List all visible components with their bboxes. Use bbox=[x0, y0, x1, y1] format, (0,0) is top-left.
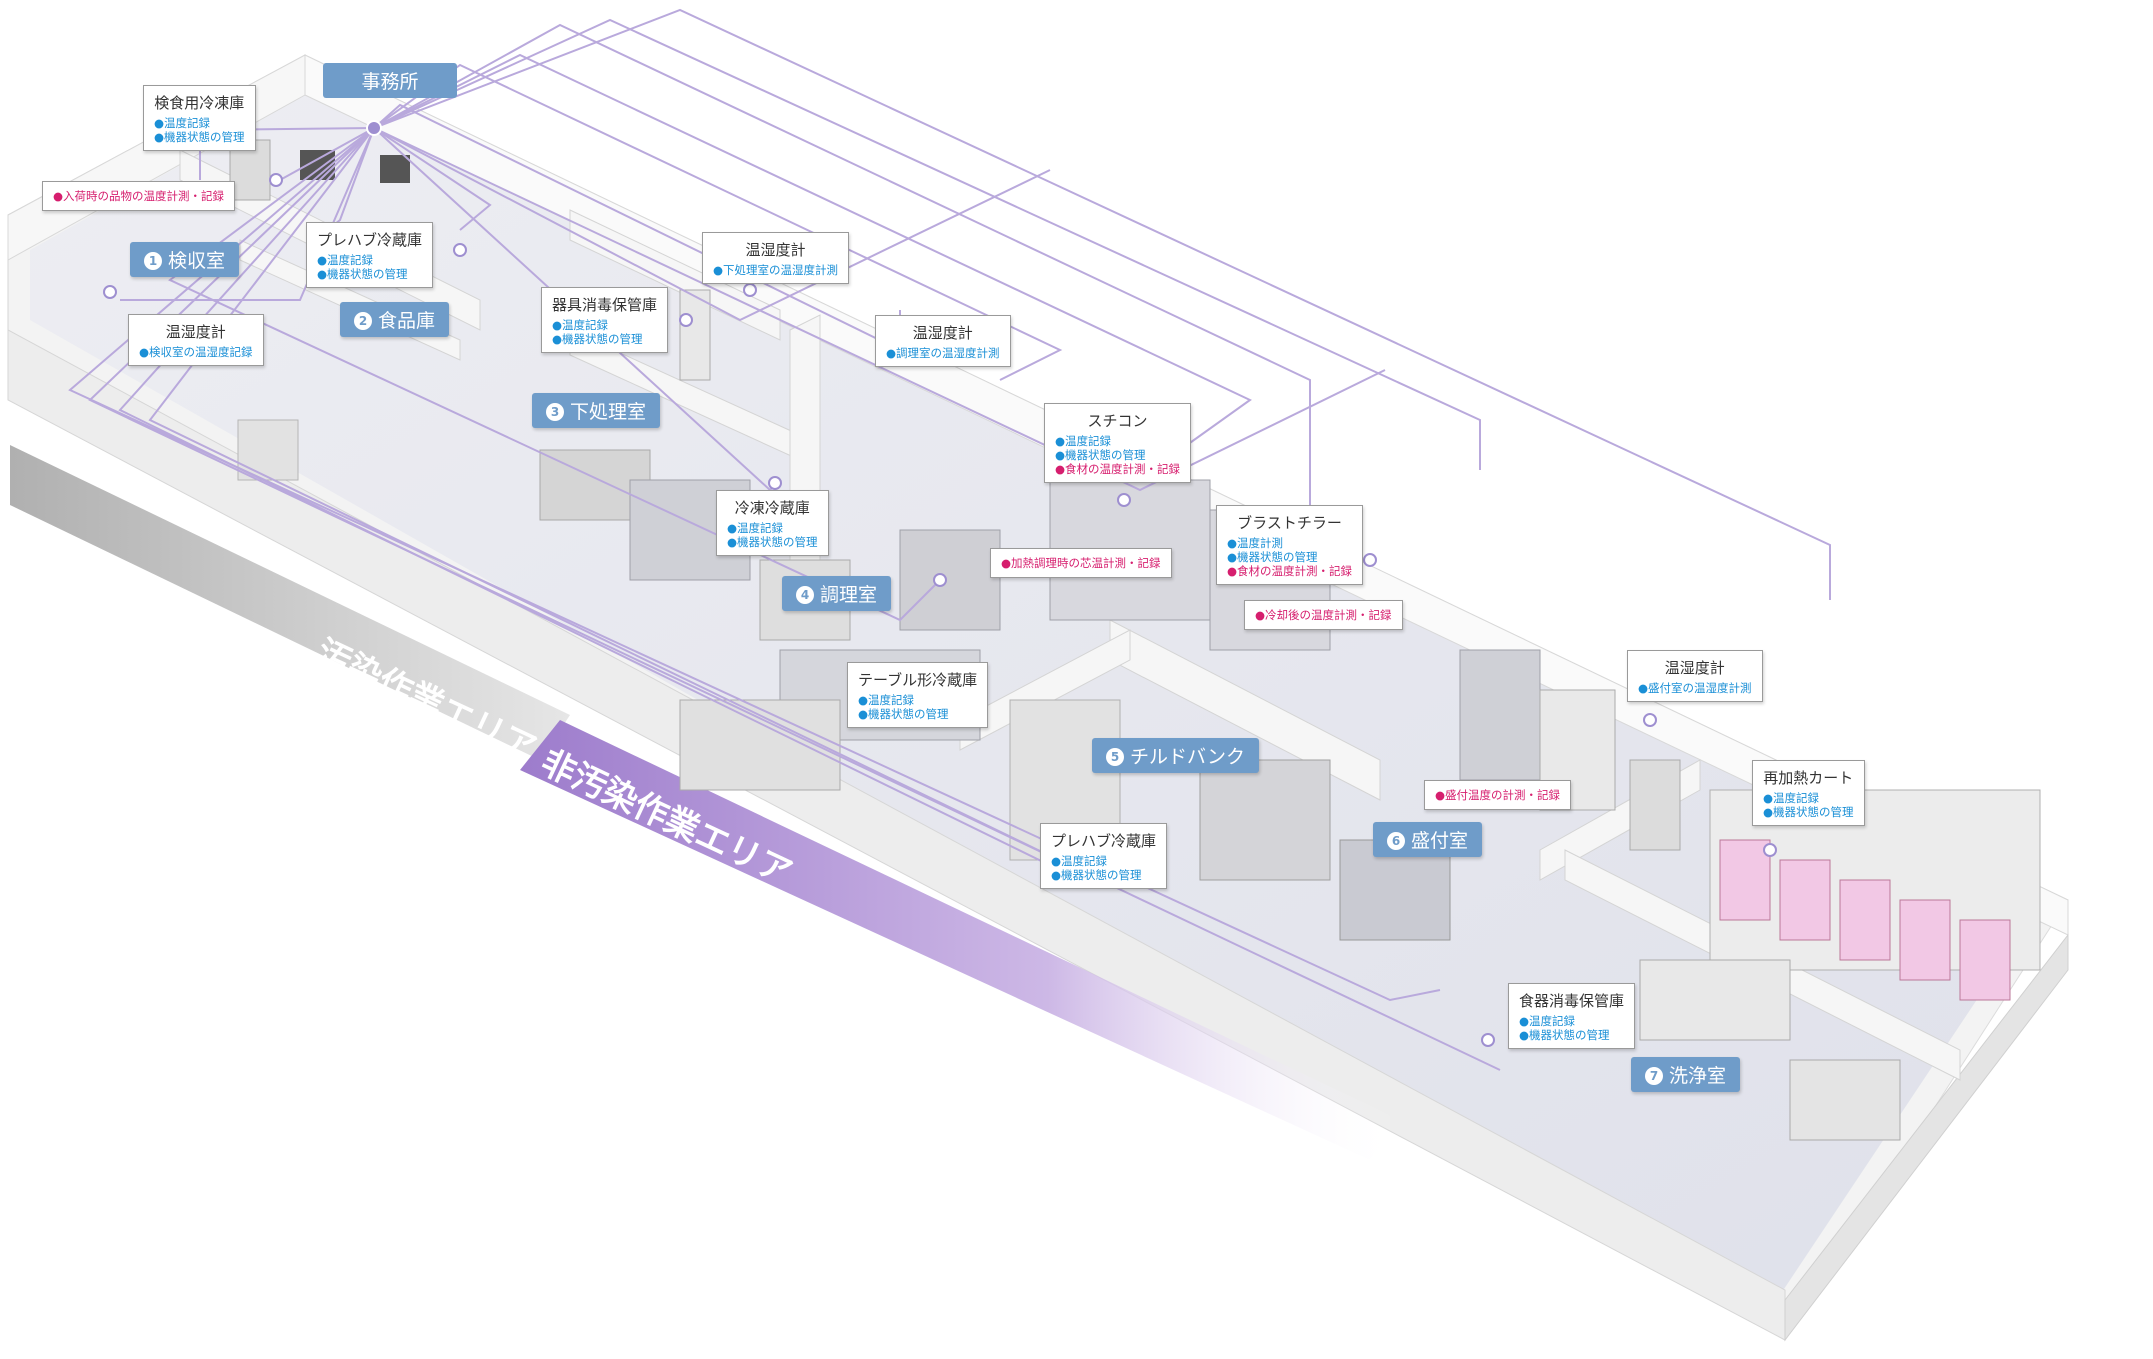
zone-contaminated-band bbox=[10, 445, 570, 760]
callout-prefab-fridge-storage: プレハブ冷蔵庫 温度記録 機器状態の管理 bbox=[306, 222, 434, 288]
callout-prefab-fridge-chilled: プレハブ冷蔵庫 温度記録 機器状態の管理 bbox=[1040, 823, 1168, 889]
room-name: 盛付室 bbox=[1411, 830, 1469, 852]
callout-item: 機器状態の管理 bbox=[154, 130, 245, 144]
room-number: 4 bbox=[796, 586, 814, 604]
callout-title: テーブル形冷蔵庫 bbox=[858, 671, 978, 689]
callout-title: スチコン bbox=[1087, 412, 1148, 430]
callout-item: 食材の温度計測・記録 bbox=[1055, 462, 1180, 476]
network-lines bbox=[68, 8, 1831, 1071]
callout-item: 温度記録 bbox=[317, 253, 422, 267]
callout-item: 機器状態の管理 bbox=[552, 332, 657, 346]
callout-title: プレハブ冷蔵庫 bbox=[317, 231, 423, 249]
callout-item: 温度記録 bbox=[552, 318, 657, 332]
callout-title: 再加熱カート bbox=[1763, 769, 1854, 787]
tag-plating-temp: 盛付温度の計測・記録 bbox=[1424, 780, 1572, 810]
callout-hygrometer-cooking: 温湿度計 調理室の温湿度計測 bbox=[875, 315, 1011, 367]
callout-item: 検収室の温湿度記録 bbox=[139, 345, 253, 359]
zone-non-contaminated-band bbox=[520, 720, 1400, 1160]
room-label-washing: 7 洗浄室 bbox=[1631, 1057, 1741, 1092]
room-number: 2 bbox=[354, 312, 372, 330]
callout-item: 温度記録 bbox=[1763, 791, 1854, 805]
callout-item: 温度記録 bbox=[858, 693, 977, 707]
callout-item: 盛付室の温湿度計測 bbox=[1638, 681, 1752, 695]
outer-wall-right bbox=[1784, 933, 2069, 1342]
callout-title: 温湿度計 bbox=[745, 241, 806, 259]
callout-item: 機器状態の管理 bbox=[1763, 805, 1854, 819]
room-name: 食品庫 bbox=[378, 310, 436, 332]
room-number: 3 bbox=[546, 403, 564, 421]
room-name: チルドバンク bbox=[1130, 746, 1245, 768]
callout-item: 温度記録 bbox=[1055, 434, 1180, 448]
callout-item: 調理室の温湿度計測 bbox=[886, 346, 1000, 360]
room-name: 検収室 bbox=[168, 250, 226, 272]
callout-item: 機器状態の管理 bbox=[1051, 868, 1156, 882]
callout-item: 機器状態の管理 bbox=[317, 267, 422, 281]
callout-title: 検食用冷凍庫 bbox=[154, 94, 245, 112]
office-label: 事務所 bbox=[323, 63, 457, 98]
callout-title: ブラストチラー bbox=[1237, 514, 1342, 532]
callout-item: 機器状態の管理 bbox=[727, 535, 818, 549]
room-label-plating: 6 盛付室 bbox=[1373, 822, 1483, 857]
room-number: 6 bbox=[1387, 832, 1405, 850]
callout-item: 機器状態の管理 bbox=[858, 707, 977, 721]
callout-title: 温湿度計 bbox=[165, 323, 226, 341]
room-label-inspection: 1 検収室 bbox=[130, 242, 240, 277]
callout-freezer-fridge: 冷凍冷蔵庫 温度記録 機器状態の管理 bbox=[716, 490, 829, 556]
callout-item: 温度記録 bbox=[1051, 854, 1156, 868]
callout-reheat-cart: 再加熱カート 温度記録 機器状態の管理 bbox=[1752, 760, 1865, 826]
tag-after-cooling: 冷却後の温度計測・記録 bbox=[1244, 600, 1403, 630]
room-name: 下処理室 bbox=[570, 401, 647, 423]
callout-title: 温湿度計 bbox=[912, 324, 973, 342]
room-number: 1 bbox=[144, 252, 162, 270]
tag-core-temp: 加熱調理時の芯温計測・記録 bbox=[990, 548, 1172, 578]
room-label-cooking: 4 調理室 bbox=[782, 576, 892, 611]
callout-inspection-freezer: 検食用冷凍庫 温度記録 機器状態の管理 bbox=[143, 85, 256, 151]
callout-title: 冷凍冷蔵庫 bbox=[734, 499, 810, 517]
callout-title: 温湿度計 bbox=[1664, 659, 1725, 677]
callout-table-fridge: テーブル形冷蔵庫 温度記録 機器状態の管理 bbox=[847, 662, 989, 728]
callout-steam-convection: スチコン 温度記録 機器状態の管理 食材の温度計測・記録 bbox=[1044, 403, 1192, 483]
room-name: 洗浄室 bbox=[1669, 1065, 1727, 1087]
callout-item: 食材の温度計測・記録 bbox=[1227, 564, 1352, 578]
network-hub bbox=[366, 120, 382, 136]
callout-item: 温度計測 bbox=[1227, 536, 1352, 550]
callout-title: 食器消毒保管庫 bbox=[1519, 992, 1625, 1010]
callout-dish-sterilizer: 食器消毒保管庫 温度記録 機器状態の管理 bbox=[1508, 983, 1636, 1049]
room-number: 5 bbox=[1106, 748, 1124, 766]
room-label-chilled-bank: 5 チルドバンク bbox=[1092, 738, 1259, 773]
callout-hygrometer-prep: 温湿度計 下処理室の温湿度計測 bbox=[702, 232, 850, 284]
callout-item: 下処理室の温湿度計測 bbox=[713, 263, 838, 277]
callout-item: 機器状態の管理 bbox=[1055, 448, 1180, 462]
callout-hygrometer-plating: 温湿度計 盛付室の温湿度計測 bbox=[1627, 650, 1763, 702]
tag-arrival-temp: 入荷時の品物の温度計測・記録 bbox=[42, 181, 236, 211]
callout-item: 温度記録 bbox=[154, 116, 245, 130]
callout-item: 温度記録 bbox=[727, 521, 818, 535]
callout-blast-chiller: ブラストチラー 温度計測 機器状態の管理 食材の温度計測・記録 bbox=[1216, 505, 1364, 585]
callout-item: 温度記録 bbox=[1519, 1014, 1624, 1028]
room-label-prep: 3 下処理室 bbox=[532, 393, 661, 428]
room-number: 7 bbox=[1645, 1067, 1663, 1085]
room-label-storage: 2 食品庫 bbox=[340, 302, 450, 337]
callout-item: 機器状態の管理 bbox=[1519, 1028, 1624, 1042]
callout-hygrometer-inspection: 温湿度計 検収室の温湿度記録 bbox=[128, 314, 264, 366]
room-name: 調理室 bbox=[820, 584, 878, 606]
callout-item: 機器状態の管理 bbox=[1227, 550, 1352, 564]
callout-title: プレハブ冷蔵庫 bbox=[1051, 832, 1157, 850]
callout-title: 器具消毒保管庫 bbox=[552, 296, 658, 314]
callout-utensil-sterilizer: 器具消毒保管庫 温度記録 機器状態の管理 bbox=[541, 287, 669, 353]
